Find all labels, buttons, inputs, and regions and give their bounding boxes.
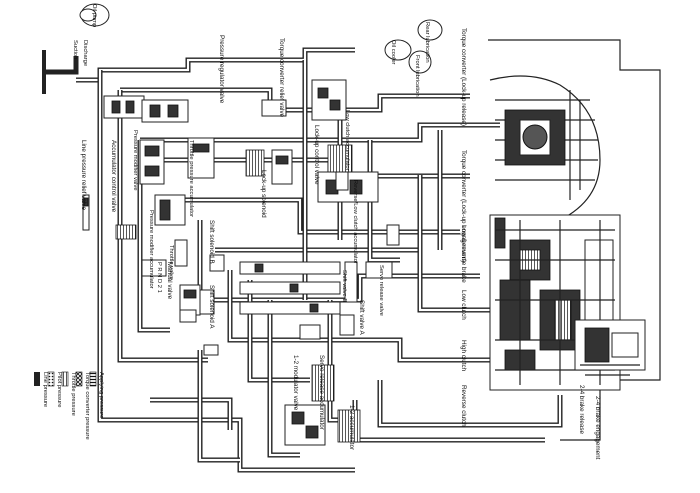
label-low-reverse-brake: Low & reverse brake: [460, 225, 467, 283]
legend-item-torque-converter-pressure: Torque converter pressure: [75, 371, 90, 440]
valve-bodies: [82, 79, 400, 446]
label-shift-solenoid-b: Shift solenoid B: [208, 220, 215, 264]
label-front-lubrication: Front lubrication: [414, 55, 420, 97]
label-shift-solenoid-a: Shift solenoid A: [208, 285, 215, 329]
label-oil-cooler: Oil cooler: [390, 40, 396, 65]
cooler-lubrication: [384, 19, 443, 74]
svg-text:Throttle pressure: Throttle pressure: [70, 372, 76, 416]
transmission-case: [488, 39, 661, 441]
brake-24-servo: [574, 319, 646, 376]
oil-pump-suction-strainer: [42, 50, 79, 94]
label-manual-valve: Manual valve: [166, 262, 173, 300]
label-12-modulator-valve: 1-2 modulator valve: [292, 355, 299, 411]
legend-item-pilot-pressure: Pilot pressure: [47, 371, 62, 407]
svg-text:Line pressure: Line pressure: [42, 372, 48, 407]
label-24-brake-engagement: 2-4 brake engagement: [594, 396, 601, 460]
label-tc-lockup-release: Torque converter (Lock-up release): [460, 28, 467, 126]
label-rear-lubrication: Rear lubrication: [424, 22, 430, 63]
label-pressure-modifier-accumulator: Pressure modifier accumulator: [148, 210, 154, 289]
svg-text:Pilot pressure: Pilot pressure: [56, 372, 62, 407]
label-24-brake-release: 2-4 brake release: [578, 385, 585, 435]
label-low-clutch-accumulator: Low clutch accumulator: [344, 110, 350, 171]
label-shift-valve-a: Shift valve A: [358, 300, 365, 335]
label-pressure-modifier-valve: Pressure modifier valve: [132, 130, 138, 191]
label-throttle-valve: Throttle valve: [168, 245, 174, 280]
label-tc-lockup-engagement: Torque converter (Lock-up engagement): [460, 150, 467, 262]
label-reverse-low-clutch-accumulator: Reverse/Low clutch accumulator: [352, 180, 358, 264]
legend-item-applying-pressure: Applying pressure: [89, 371, 104, 418]
label-accumulator-control-valve: Accumulator control valve: [110, 140, 117, 213]
labels: Oil pump Discharge Suction Pressure regu…: [72, 4, 601, 460]
label-servo-release-accumulator: Servo release accumulator: [318, 355, 325, 430]
label-tc-relief-valve: Torque converter relief valve: [278, 38, 285, 118]
label-high-clutch: High clutch: [460, 340, 467, 372]
label-12-accumulator: 1-2 accumulator: [348, 405, 355, 450]
label-line-pressure-relief-valve: Line pressure relief valve: [80, 140, 87, 210]
label-low-clutch: Low clutch: [460, 290, 467, 320]
svg-text:Applying pressure: Applying pressure: [98, 372, 104, 418]
legend: Line pressure Pilot pressure Throttle pr…: [34, 371, 104, 440]
label-lockup-solenoid: Lock-up solenoid: [260, 170, 267, 218]
legend-item-line-pressure: Line pressure: [34, 372, 48, 407]
label-manual-positions: P R N D 2 1: [156, 262, 162, 293]
label-oil-pump: Oil pump: [91, 4, 97, 27]
label-suction: Suction: [72, 40, 78, 59]
label-reverse-clutch: Reverse clutch: [460, 385, 467, 427]
label-lockup-control-valve: Lock-up control valve: [313, 125, 320, 185]
label-discharge: Discharge: [82, 40, 88, 66]
label-shift-valve-b: Shift valve B: [341, 270, 347, 302]
legend-item-throttle-pressure: Throttle pressure: [61, 371, 76, 416]
label-pressure-regulator-valve: Pressure regulator valve: [218, 35, 225, 104]
label-servo-release-valve: Servo release valve: [378, 265, 384, 316]
label-throttle-pressure-accumulator: Throttle pressure accumulator: [188, 140, 194, 217]
oil-pump: [79, 3, 110, 27]
svg-text:Torque converter pressure: Torque converter pressure: [84, 372, 90, 440]
